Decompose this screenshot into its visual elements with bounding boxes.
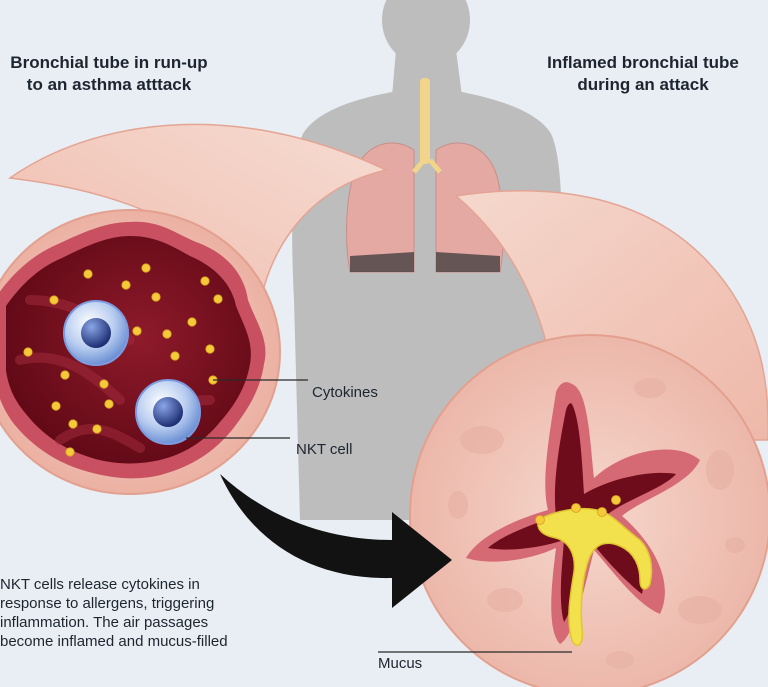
- cytokine-dot-5: [151, 292, 161, 302]
- cytokine-dot-16: [51, 401, 61, 411]
- cytokine-dot-18: [92, 424, 102, 434]
- cytokine-dot-3: [49, 295, 59, 305]
- cytokine-dot-right-2: [571, 503, 581, 513]
- cytokine-dot-11: [205, 344, 215, 354]
- caption-text: NKT cells release cytokines in response …: [0, 576, 228, 650]
- leader-lines: [186, 379, 572, 653]
- transition-arrow: [220, 474, 452, 608]
- nkt-cell-label: NKT cell: [296, 441, 353, 458]
- cytokine-dot-4: [121, 280, 131, 290]
- cytokine-dot-6: [200, 276, 210, 286]
- cytokine-dot-right-1: [535, 515, 545, 525]
- left-panel-title: Bronchial tube in run-up to an asthma at…: [10, 53, 208, 94]
- cytokine-dot-21: [65, 447, 75, 457]
- cytokine-dot-right-3: [597, 507, 607, 517]
- cytokine-dots-left: [23, 263, 223, 457]
- cytokine-dot-14: [60, 370, 70, 380]
- left-bronchial-cross-section: [0, 209, 281, 495]
- cytokine-dot-1: [83, 269, 93, 279]
- nkt-cell-1: [63, 300, 129, 366]
- cytokine-dot-2: [141, 263, 151, 273]
- cytokines-label: Cytokines: [312, 384, 378, 401]
- cytokine-dot-19: [104, 399, 114, 409]
- cytokine-dot-7: [213, 294, 223, 304]
- cytokine-dot-13: [23, 347, 33, 357]
- cytokine-dot-15: [99, 379, 109, 389]
- cytokine-dot-9: [162, 329, 172, 339]
- cytokine-dots-right: [535, 495, 621, 525]
- cytokine-dot-8: [132, 326, 142, 336]
- mucus-label: Mucus: [378, 655, 423, 672]
- wall-texture: [448, 378, 745, 669]
- right-bronchial-cross-section: [409, 334, 768, 687]
- nkt-cell-2: [135, 379, 201, 445]
- cytokine-dot-right-4: [611, 495, 621, 505]
- mucus: [537, 507, 653, 647]
- cytokine-dot-10: [187, 317, 197, 327]
- cytokine-dot-17: [68, 419, 78, 429]
- cytokine-dot-12: [170, 351, 180, 361]
- right-panel-title: Inflamed bronchial tube during an attack: [547, 53, 739, 94]
